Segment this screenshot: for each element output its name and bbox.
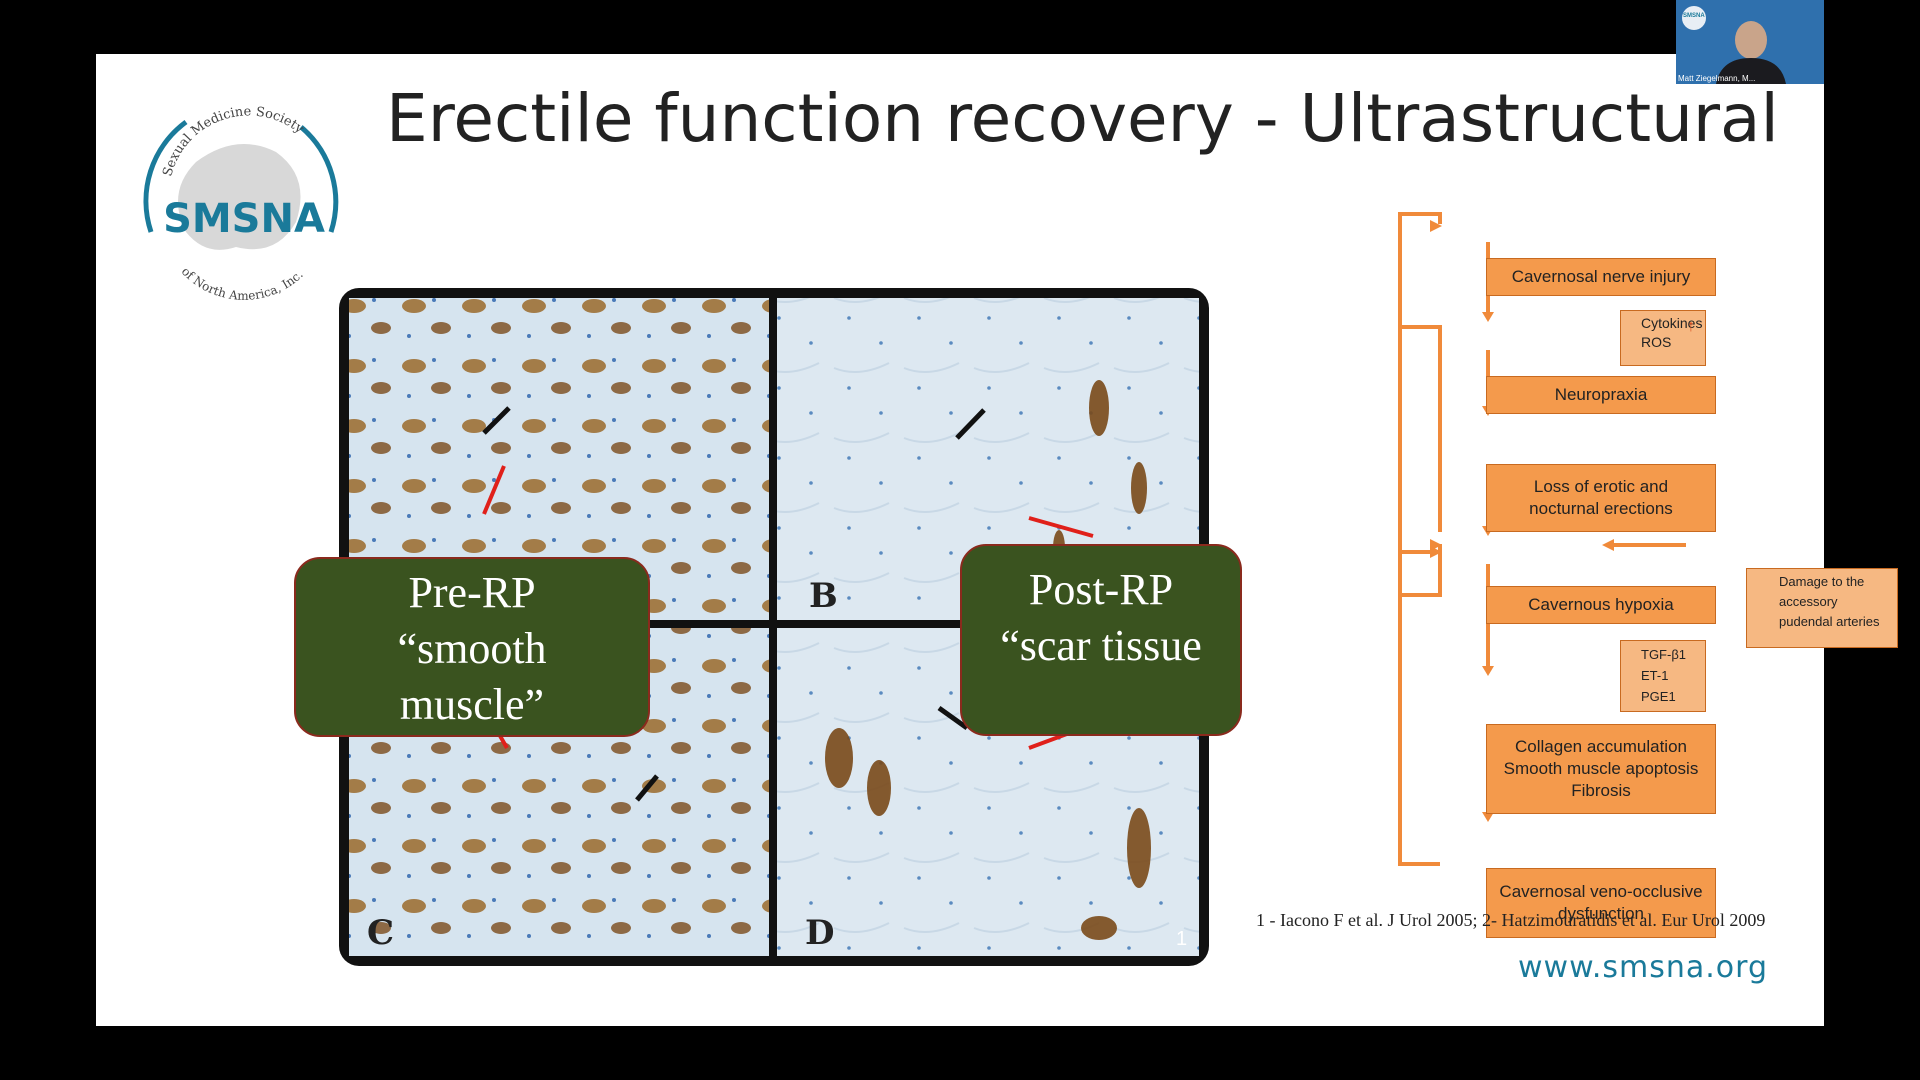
- box-damage-accessory-arteries: Damage to the accessory pudendal arterie…: [1746, 568, 1898, 648]
- pre-rp-callout: Pre-RP “smooth muscle”: [294, 557, 650, 737]
- post-rp-line-1: Post-RP: [1028, 565, 1174, 614]
- participant-name: Matt Ziegelmann, M...: [1678, 74, 1756, 83]
- box-loss-of-erections: Loss of erotic and nocturnal erections: [1486, 464, 1716, 532]
- citation: 1 - Iacono F et al. J Urol 2005; 2- Hatz…: [1256, 910, 1766, 930]
- damage-line-2: accessory: [1779, 594, 1838, 609]
- smsna-logo: Sexual Medicine Society of North America…: [126, 82, 356, 312]
- box-label: Neuropraxia: [1554, 385, 1648, 404]
- collagen-line-3: Fibrosis: [1571, 781, 1631, 800]
- post-rp-line-2: “scar tissue: [1000, 621, 1202, 670]
- cytokines-line-1: Cytokines: [1641, 315, 1703, 331]
- slide-title: Erectile function recovery - Ultrastruct…: [386, 80, 1779, 157]
- box-cavernous-hypoxia: Cavernous hypoxia: [1486, 586, 1716, 624]
- box-cavernosal-nerve-injury: Cavernosal nerve injury: [1486, 258, 1716, 296]
- box-growth-factors: TGF-β1 ET-1 PGE1: [1620, 640, 1706, 712]
- cytokines-line-2: ROS: [1641, 334, 1672, 350]
- increase-arrow-icon: ↑: [1687, 318, 1695, 335]
- pathophysiology-flowchart: Cavernosal nerve injury Cytokines ROS ↑ …: [1336, 204, 1898, 944]
- logo-wordmark: SMSNA: [163, 196, 325, 242]
- factor-pge1: PGE1: [1641, 689, 1676, 704]
- factor-et1: ET-1: [1641, 668, 1669, 683]
- quadrant-label-b: B: [809, 576, 838, 616]
- presentation-slide: Sexual Medicine Society of North America…: [96, 54, 1898, 1026]
- pre-rp-line-3: muscle”: [399, 680, 545, 729]
- damage-line-1: Damage to the: [1779, 574, 1865, 589]
- box-cytokines: Cytokines ROS ↑: [1620, 310, 1706, 366]
- box-label: Cavernosal nerve injury: [1511, 267, 1691, 286]
- quadrant-label-c: C: [367, 913, 395, 953]
- box-collagen-accumulation: Collagen accumulation Smooth muscle apop…: [1486, 724, 1716, 814]
- logo-arc-bottom: of North America, Inc.: [179, 264, 306, 303]
- smsna-url[interactable]: www.smsna.org: [1518, 950, 1769, 985]
- damage-line-3: pudendal arteries: [1779, 614, 1880, 629]
- box-neuropraxia: Neuropraxia: [1486, 376, 1716, 414]
- figure-number: 1: [1176, 928, 1188, 950]
- factor-tgf: TGF-β1: [1641, 647, 1687, 662]
- pre-rp-line-1: Pre-RP: [408, 568, 536, 617]
- collagen-line-1: Collagen accumulation: [1515, 737, 1687, 756]
- dysfunction-line-1: Cavernosal veno-occlusive: [1499, 882, 1703, 901]
- box-label: Cavernous hypoxia: [1528, 595, 1674, 614]
- pre-rp-line-2: “smooth: [397, 624, 547, 673]
- collagen-line-2: Smooth muscle apoptosis: [1503, 759, 1699, 778]
- post-rp-callout: Post-RP “scar tissue: [960, 544, 1242, 736]
- svg-text:of North America, Inc.: of North America, Inc.: [179, 264, 306, 303]
- participant-badge: SMSNA: [1683, 13, 1705, 19]
- quadrant-label-d: D: [805, 913, 835, 953]
- dysfunction-line-2: dysfunction: [1558, 904, 1644, 923]
- loss-line-2: nocturnal erections: [1529, 499, 1673, 518]
- participant-video-thumbnail[interactable]: SMSNA Matt Ziegelmann, M...: [1676, 0, 1824, 84]
- loss-line-1: Loss of erotic and: [1533, 477, 1669, 496]
- box-veno-occlusive-dysfunction: Cavernosal veno-occlusive dysfunction: [1486, 868, 1716, 938]
